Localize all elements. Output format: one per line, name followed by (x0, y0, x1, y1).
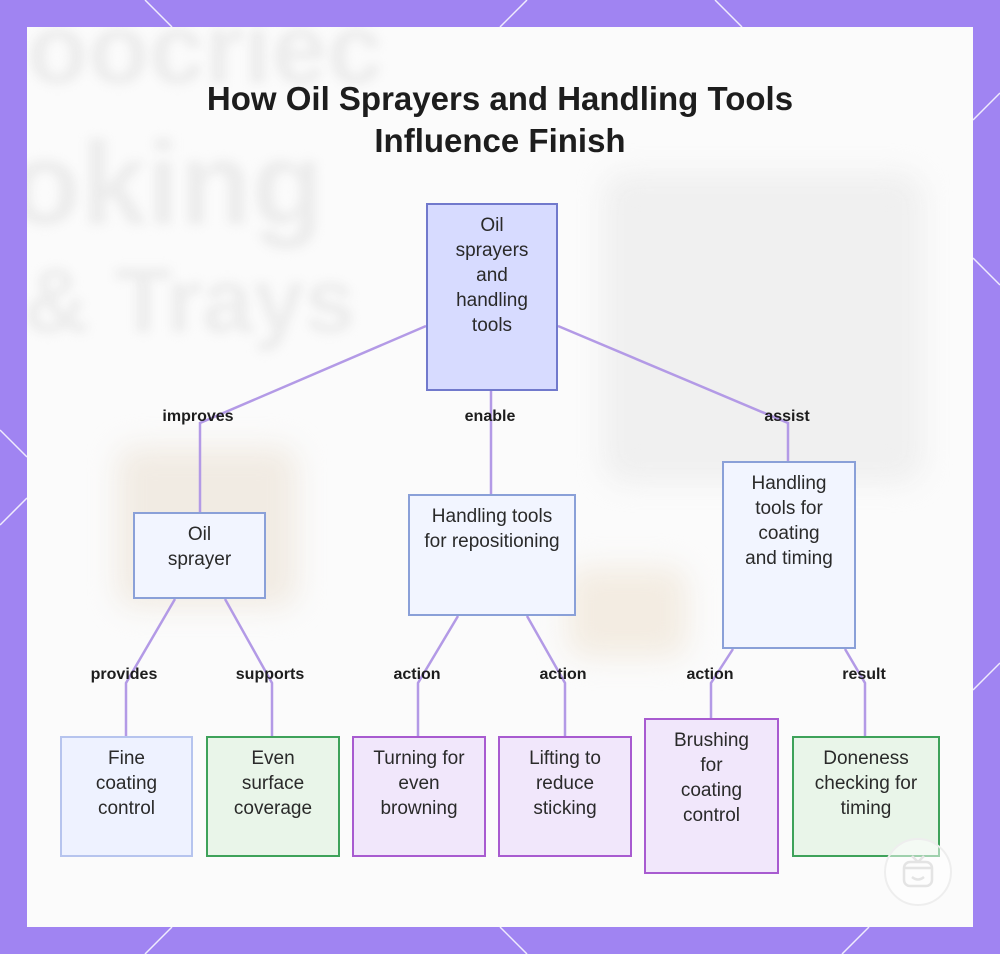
background-text-2: oking (27, 118, 324, 250)
node-label: Even surface coverage (233, 748, 313, 819)
edge-label-provides: provides (90, 666, 158, 683)
node-even-surface-coverage: Even surface coverage (206, 736, 340, 857)
edge-label-assist: assist (764, 408, 810, 425)
edge-root-oil-sprayer (198, 324, 427, 512)
node-fine-coating-control: Fine coating control (60, 736, 193, 857)
edge-label-result: result (842, 666, 886, 683)
node-oil-sprayer: Oil sprayer (133, 512, 266, 599)
edge-label-action-brushing: action (686, 666, 734, 683)
node-label: Lifting to reduce sticking (529, 748, 601, 819)
background-food-image-mid (567, 567, 687, 657)
edge-label-improves: improves (162, 408, 234, 425)
diagram-title: How Oil Sprayers and Handling Tools Infl… (206, 80, 794, 159)
node-label: Handling tools for coating and timing (745, 473, 833, 569)
node-handling-tools-for-repositioning: Handling tools for repositioning (408, 494, 576, 616)
node-lifting-to-reduce-sticking: Lifting to reduce sticking (498, 736, 632, 857)
node-doneness-checking-for-timing: Doneness checking for timing (792, 736, 940, 857)
edge-label-action-turning: action (393, 666, 441, 683)
edge-coating-timing-doneness (843, 648, 867, 736)
node-label: Oil sprayer (167, 524, 232, 570)
edge-oil-sprayer-fine-coating (124, 598, 177, 736)
node-turning-for-even-browning: Turning for even browning (352, 736, 486, 857)
node-label: Doneness checking for timing (814, 748, 918, 819)
node-label: Handling tools for repositioning (424, 506, 560, 552)
edge-root-coating-timing (557, 324, 790, 461)
node-label: Oil sprayers and handling tools (455, 215, 529, 336)
node-label: Fine coating control (95, 748, 158, 819)
edge-oil-sprayer-even-surface (223, 598, 274, 736)
cooking-pot-logo-icon (884, 838, 952, 906)
edge-label-supports: supports (235, 666, 305, 683)
edge-label-action-lifting: action (539, 666, 587, 683)
node-oil-sprayers-and-handling-tools: Oil sprayers and handling tools (426, 203, 558, 391)
edge-label-enable: enable (464, 408, 516, 425)
background-product-image (607, 177, 919, 479)
edge-coating-timing-brushing (709, 648, 735, 718)
edge-repositioning-turning (416, 615, 460, 736)
node-label: Turning for even browning (373, 748, 465, 819)
background-text-1: oocriec (27, 27, 383, 105)
node-label: Brushing for coating control (674, 730, 749, 826)
edge-repositioning-lifting (525, 615, 567, 736)
node-brushing-for-coating-control: Brushing for coating control (644, 718, 779, 874)
logo-glyph (902, 855, 934, 888)
background-text-3: & Trays (27, 250, 356, 352)
node-handling-tools-for-coating-and-timing: Handling tools for coating and timing (722, 461, 856, 649)
